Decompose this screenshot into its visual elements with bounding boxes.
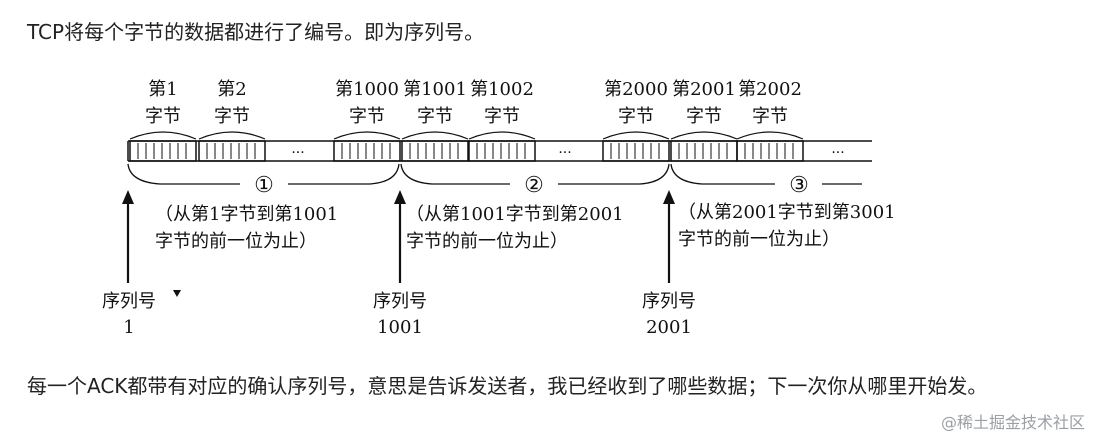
bit-ticks — [137, 143, 794, 159]
intro-text: TCP将每个字节的数据都进行了编号。即为序列号。 — [27, 20, 485, 44]
segment-desc-line2: 字节的前一位为止） — [678, 229, 840, 250]
watermark: @稀土掘金技术社区 — [940, 413, 1085, 432]
byte-label-unit: 字节 — [618, 106, 654, 127]
byte-labels: 第1 字节 第2 字节 第1000 字节 第1001 字节 第1002 字节 第… — [145, 79, 802, 127]
byte-label-num: 第2 — [217, 79, 246, 100]
outro-text: 每一个ACK都带有对应的确认序列号，意思是告诉发送者，我已经收到了哪些数据；下一… — [27, 374, 988, 398]
byte-label-unit: 字节 — [214, 106, 250, 127]
segment-braces — [127, 163, 862, 185]
byte-label-unit: 字节 — [686, 106, 722, 127]
stream-ellipsis: ··· — [558, 145, 571, 161]
segment-desc-line2: 字节的前一位为止） — [406, 231, 568, 252]
seq-label: 序列号 — [373, 291, 427, 312]
byte-label-num: 第1 — [148, 79, 177, 100]
seq-labels: 序列号 1 序列号 1001 序列号 2001 — [102, 291, 696, 338]
stream-ellipsis: ··· — [291, 145, 304, 161]
byte-label-num: 第1002 — [470, 79, 534, 100]
byte-label-unit: 字节 — [349, 106, 385, 127]
seq-label: 序列号 — [642, 291, 696, 312]
stream-ellipsis: ··· — [831, 145, 844, 161]
byte-label-unit: 字节 — [752, 106, 788, 127]
segment-desc-line1: （从第2001字节到第3001 — [678, 202, 896, 223]
byte-label-num: 第1000 — [335, 79, 399, 100]
byte-label-unit: 字节 — [484, 106, 520, 127]
segment-mark: ③ — [789, 173, 809, 198]
small-triangle-icon — [173, 290, 181, 297]
segment-desc-line1: （从第1字节到第1001 — [155, 204, 338, 225]
segment-desc-line2: 字节的前一位为止） — [155, 231, 317, 252]
seq-label: 序列号 — [102, 291, 156, 312]
segment-mark: ② — [524, 173, 544, 198]
sequence-number-figure: 第1 字节 第2 字节 第1000 字节 第1001 字节 第1002 字节 第… — [102, 79, 896, 338]
sequence-diagram: 第1 字节 第2 字节 第1000 字节 第1001 字节 第1002 字节 第… — [102, 79, 896, 338]
byte-label-num: 第2002 — [738, 79, 802, 100]
byte-label-num: 第2001 — [672, 79, 736, 100]
seq-value: 2001 — [646, 317, 692, 338]
segment-descriptions: （从第1字节到第1001 字节的前一位为止） （从第1001字节到第2001 字… — [155, 202, 896, 252]
byte-cells — [129, 140, 804, 162]
byte-label-unit: 字节 — [417, 106, 453, 127]
seq-value: 1001 — [377, 317, 423, 338]
byte-label-arcs — [129, 131, 804, 140]
sequence-arrows — [122, 190, 675, 283]
byte-label-num: 第2000 — [604, 79, 668, 100]
byte-stream — [127, 140, 872, 162]
segment-mark: ① — [254, 173, 274, 198]
byte-label-unit: 字节 — [145, 106, 181, 127]
byte-label-num: 第1001 — [403, 79, 467, 100]
segment-desc-line1: （从第1001字节到第2001 — [406, 204, 624, 225]
seq-value: 1 — [123, 317, 134, 338]
